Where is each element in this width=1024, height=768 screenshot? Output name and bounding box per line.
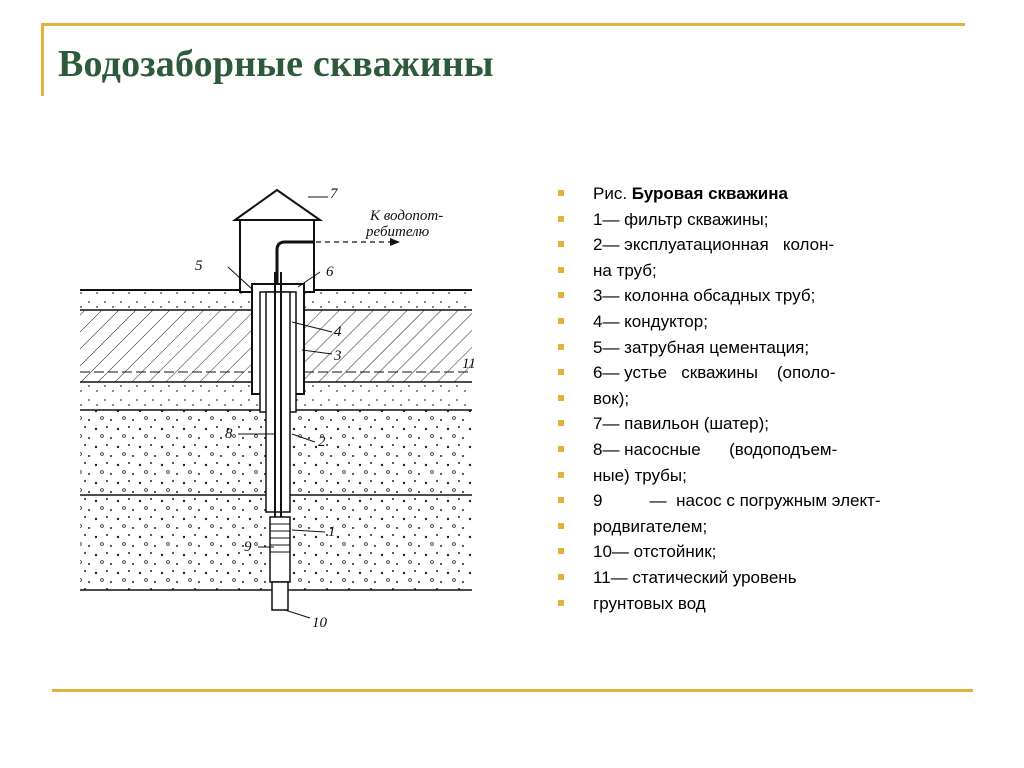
bullet-marker	[558, 266, 564, 273]
outlet-label: К водопот-	[369, 208, 443, 224]
legend-item: 9 — насос с погружным элект-	[555, 488, 975, 514]
callout-10: 10	[312, 615, 328, 631]
bullet-marker	[558, 215, 564, 222]
sump	[271, 581, 289, 611]
legend-item: 8— насосные (водоподъем-	[555, 437, 975, 463]
legend-item: на труб;	[555, 258, 975, 284]
callout-3: 3	[333, 348, 342, 364]
bullet-marker	[558, 420, 564, 427]
bullet-marker	[558, 317, 564, 324]
bullet-marker	[558, 471, 564, 478]
production-column	[265, 291, 291, 513]
bullet-marker	[558, 573, 564, 580]
callout-4: 4	[334, 324, 342, 340]
outlet-pipe	[275, 240, 315, 292]
bullet-marker	[558, 369, 564, 376]
callout-8: 8	[225, 426, 233, 442]
legend-item: грунтовых вод	[555, 591, 975, 617]
top-rule	[41, 23, 965, 26]
callout-6: 6	[326, 264, 334, 280]
borehole-diagram: К водопот- ребителю 7 5 6 4 3 11 8 2 1 9…	[70, 172, 500, 642]
legend-item: родвигателем;	[555, 514, 975, 540]
left-rule	[41, 23, 44, 96]
callout-2: 2	[318, 434, 326, 450]
bullet-marker	[558, 599, 564, 606]
callout-5: 5	[195, 258, 203, 274]
bullet-marker	[558, 548, 564, 555]
legend-list: Рис. Буровая скважина 1— фильтр скважины…	[555, 181, 975, 616]
legend-item: 6— устье скважины (ополо-	[555, 360, 975, 386]
callout-9: 9	[244, 539, 252, 555]
legend-item: 11— статический уровень	[555, 565, 975, 591]
bullet-marker	[558, 522, 564, 529]
bullet-marker	[558, 241, 564, 248]
filter	[269, 516, 291, 583]
callout-11: 11	[462, 356, 476, 372]
legend-item: 1— фильтр скважины;	[555, 207, 975, 233]
legend-item: 7— павильон (шатер);	[555, 411, 975, 437]
legend-item: 3— колонна обсадных труб;	[555, 283, 975, 309]
callout-7: 7	[330, 186, 339, 202]
caption-line: Рис. Буровая скважина	[555, 181, 975, 207]
legend-item: 10— отстойник;	[555, 539, 975, 565]
bullet-marker	[558, 497, 564, 504]
bullet-marker	[558, 343, 564, 350]
bullet-marker	[558, 190, 564, 196]
bullet-marker	[558, 445, 564, 452]
legend-item: вок);	[555, 386, 975, 412]
bullet-marker	[558, 292, 564, 299]
legend-item: 5— затрубная цементация;	[555, 335, 975, 361]
outlet-label-2: ребителю	[365, 224, 430, 240]
legend-item: 4— кондуктор;	[555, 309, 975, 335]
callout-1: 1	[328, 524, 336, 540]
legend-item: ные) трубы;	[555, 463, 975, 489]
legend-item: 2— эксплуатационная колон-	[555, 232, 975, 258]
slide-title: Водозаборные скважины	[58, 43, 494, 85]
bottom-rule	[52, 689, 973, 692]
bullet-marker	[558, 394, 564, 401]
